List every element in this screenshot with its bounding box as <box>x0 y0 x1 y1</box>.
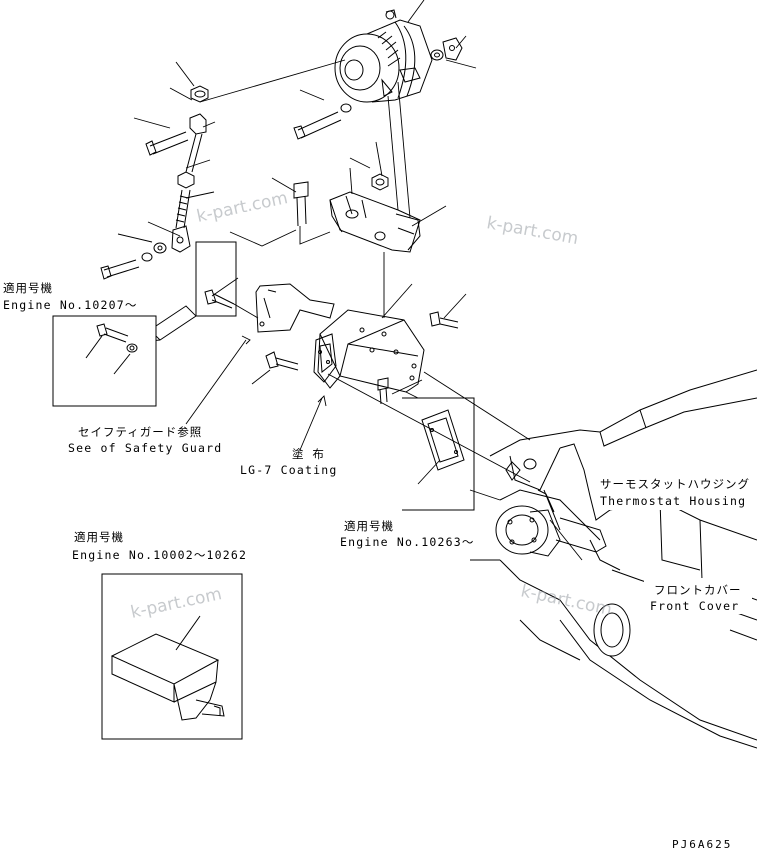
watermark-4: k-part.com <box>519 581 614 620</box>
label-front-en: Front Cover <box>650 599 739 613</box>
cover-box <box>313 309 425 393</box>
label-front-jp: フロントカバー <box>654 583 742 597</box>
mounting-bolts <box>293 103 389 227</box>
label-bottom-en: Engine No.10002～10262 <box>72 548 247 562</box>
label-top-left-jp: 適用号機 <box>3 281 53 295</box>
label-thermo-en: Thermostat Housing <box>600 494 746 508</box>
label-leaders <box>185 335 327 451</box>
label-bottom-jp: 適用号機 <box>74 530 124 544</box>
label-coating-jp: 塗 布 <box>292 447 325 461</box>
guard-bolts <box>204 289 459 405</box>
adjust-bolt-set <box>100 85 209 280</box>
label-thermo-jp: サーモスタットハウジング <box>600 477 750 491</box>
engine-10002-box <box>101 573 243 740</box>
label-safety-jp: セイフティガード参照 <box>78 425 202 439</box>
gasket-part <box>421 409 465 471</box>
leader-lines <box>138 59 531 501</box>
thermo-label-bg <box>598 470 754 510</box>
label-mid-en: Engine No.10263～ <box>340 535 475 549</box>
guard-plate <box>255 283 335 333</box>
engine-10207-box <box>52 315 157 407</box>
engine-bracket-outline <box>195 241 237 317</box>
label-top-left-en: Engine No.10207～ <box>3 298 138 312</box>
engine-10263-bracket <box>402 397 475 511</box>
drawing-code: PJ6A625 <box>672 838 732 851</box>
alternator-bracket <box>329 191 421 253</box>
watermark-2: k-part.com <box>485 213 580 249</box>
front-label-bg <box>644 578 752 614</box>
label-safety-en: See of Safety Guard <box>68 441 222 455</box>
alternator-drawing <box>334 9 463 103</box>
callout-lines <box>117 0 583 561</box>
engine-block <box>470 369 757 749</box>
label-coating-en: LG-7 Coating <box>240 463 337 477</box>
label-mid-jp: 適用号機 <box>344 519 394 533</box>
watermark-1: k-part.com <box>195 188 290 227</box>
